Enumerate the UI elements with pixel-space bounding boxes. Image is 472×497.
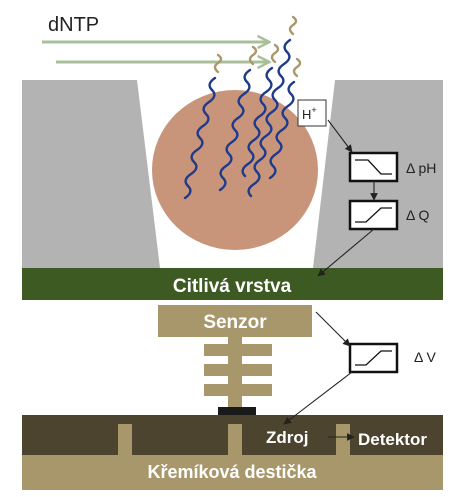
q-increase-icon [355,207,392,223]
source-label: Zdroj [266,428,309,447]
h-plus-box [297,99,327,127]
v-increase-icon [355,350,392,366]
delta-ph-label: Δ pH [406,160,436,176]
dna-strand [218,45,258,192]
h-plus-label: H+ [302,105,317,122]
dna-strand [241,43,280,178]
ph-indicator-box [348,151,399,183]
process-arrows [283,119,378,441]
dntp-label: dNTP [48,14,99,36]
arrow-q-to-layer [317,228,375,277]
gate-stack [204,337,272,407]
substrate-posts [118,424,350,455]
dna-strand [183,53,223,200]
delta-q-label: Δ Q [406,207,429,223]
arrow-v-to-source [283,371,353,425]
detector-label: Detektor [358,430,427,449]
silicon-wafer [22,455,443,490]
silicon-wafer-label: Křemíková destička [147,462,317,482]
sensor-label: Senzor [203,312,267,333]
dntp-flow-arrows [42,42,268,62]
gate-contact [218,407,256,415]
ph-decrease-icon [355,159,392,175]
arrow-h-to-ph [327,119,353,153]
dna-strands [183,15,302,200]
arrow-sensor-to-v [315,311,351,347]
v-indicator-box [348,342,399,374]
dna-strand [247,15,298,198]
delta-v-label: Δ V [414,349,436,365]
well-wall-left [22,80,160,268]
sensitive-layer-label: Citlivá vrstva [173,276,292,297]
sensitive-layer [22,268,443,300]
dna-strand [268,57,302,180]
sensor-block [158,305,312,337]
bead [152,90,318,250]
